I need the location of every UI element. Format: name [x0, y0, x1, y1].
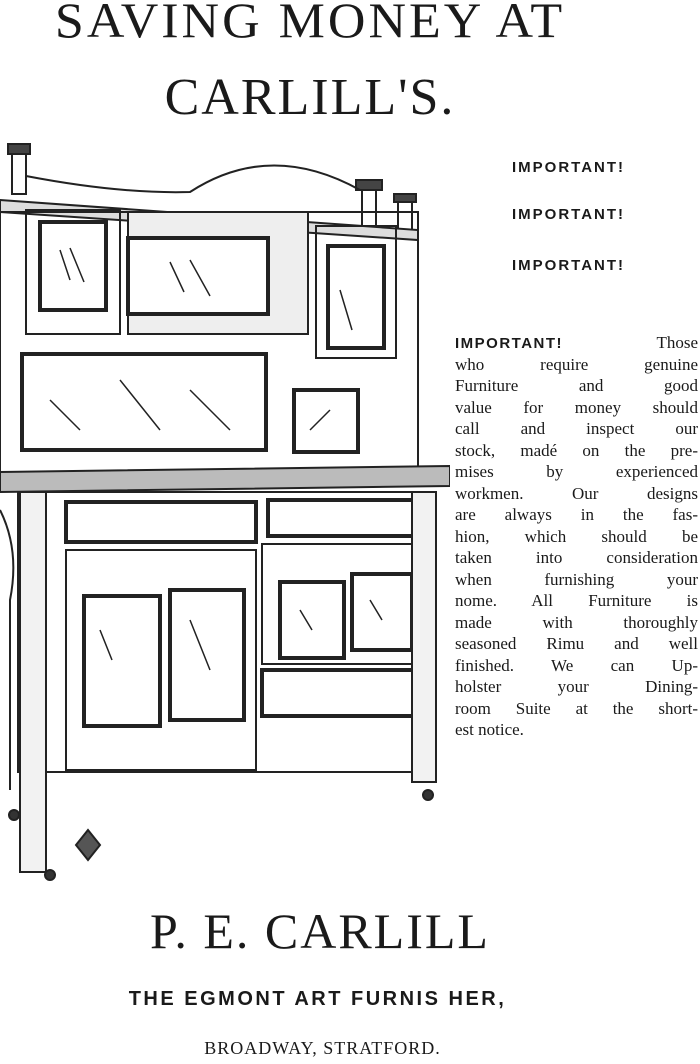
body-paragraph: IMPORTANT! Those who require genuine Fur… [455, 332, 698, 741]
headline-line-1: SAVING MONEY AT [54, 0, 566, 49]
important-label-1: IMPORTANT! [512, 159, 626, 176]
body-line: taken into consideration [455, 548, 698, 567]
body-line: made with thoroughly [455, 612, 698, 632]
body-line: when furnishing your [455, 569, 698, 589]
business-name: P. E. CARLILL [150, 903, 490, 959]
sideboard-illustration-icon [0, 143, 450, 881]
body-line: est notice. [455, 720, 524, 739]
body-line: Those [656, 333, 698, 352]
body-line: value for money should [455, 397, 698, 417]
body-line: mises by experienced [455, 462, 698, 481]
body-line: nome. All Furniture is [455, 591, 698, 610]
business-tagline: THE EGMONT ART FURNIS HER, [128, 988, 507, 1010]
body-line: finished. We can Up- [455, 655, 698, 675]
body-line: seasoned Rimu and well [455, 634, 698, 653]
body-line: stock, madé on the pre- [455, 440, 698, 460]
headline-line-2: CARLILL'S. [164, 69, 456, 126]
important-label-3: IMPORTANT! [512, 257, 626, 274]
body-line: hion, which should be [455, 526, 698, 546]
body-line: room Suite at the short- [455, 698, 698, 718]
body-line: are always in the fas- [455, 505, 698, 524]
body-line: workmen. Our designs [455, 483, 698, 503]
business-address: BROADWAY, STRATFORD. [204, 1038, 441, 1058]
body-line: holster your Dining- [455, 677, 698, 696]
body-lead: IMPORTANT! [455, 335, 564, 352]
important-label-2: IMPORTANT! [512, 206, 626, 223]
body-line: call and inspect our [455, 419, 698, 438]
body-line: who require genuine [455, 354, 698, 374]
body-line: Furniture and good [455, 376, 698, 395]
